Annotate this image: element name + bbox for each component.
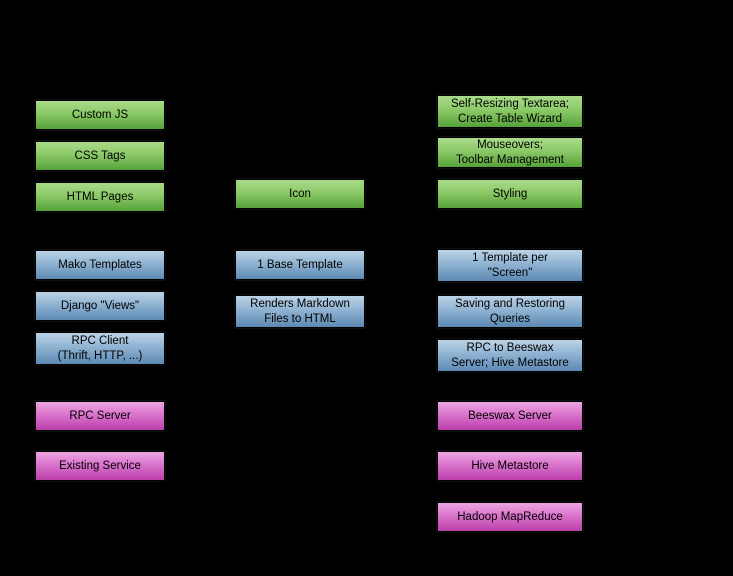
box-custom-js: Custom JS (35, 100, 165, 130)
box-rpc-to-beeswax: RPC to Beeswax Server; Hive Metastore (437, 339, 583, 372)
box-mako-templates: Mako Templates (35, 250, 165, 280)
box-saving-restoring-queries: Saving and Restoring Queries (437, 295, 583, 328)
box-existing-service: Existing Service (35, 451, 165, 481)
box-renders-markdown: Renders Markdown Files to HTML (235, 295, 365, 328)
box-hive-metastore: Hive Metastore (437, 451, 583, 481)
box-rpc-client: RPC Client (Thrift, HTTP, ...) (35, 332, 165, 365)
box-hadoop-mapreduce: Hadoop MapReduce (437, 502, 583, 532)
box-template-per-screen: 1 Template per "Screen" (437, 249, 583, 282)
box-self-resizing-textarea: Self-Resizing Textarea; Create Table Wiz… (437, 95, 583, 128)
box-html-pages: HTML Pages (35, 182, 165, 212)
box-rpc-server: RPC Server (35, 401, 165, 431)
box-django-views: Django "Views" (35, 291, 165, 321)
box-css-tags: CSS Tags (35, 141, 165, 171)
box-icon: Icon (235, 179, 365, 209)
box-base-template: 1 Base Template (235, 250, 365, 280)
box-styling: Styling (437, 179, 583, 209)
box-beeswax-server: Beeswax Server (437, 401, 583, 431)
box-mouseovers-toolbar: Mouseovers; Toolbar Management (437, 137, 583, 168)
